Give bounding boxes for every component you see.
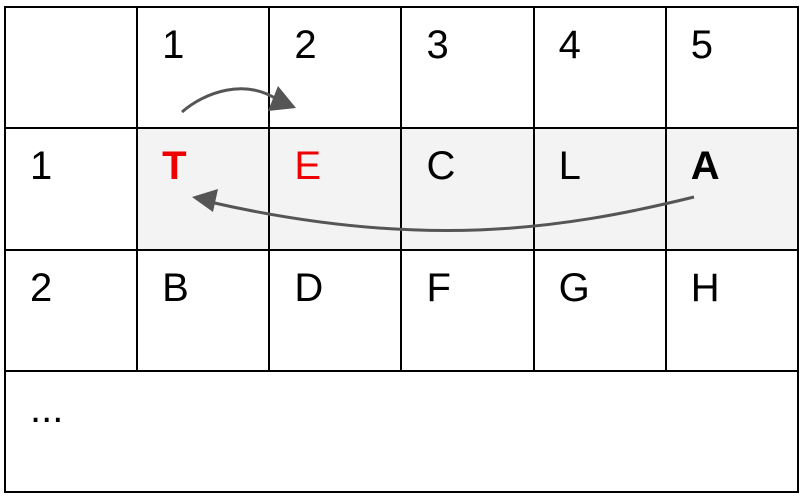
cell-1-1: T	[136, 127, 271, 251]
cell-2-2: D	[268, 248, 403, 372]
cell-2-3: F	[400, 248, 535, 372]
footer-cell: ...	[4, 369, 799, 494]
col-header-1: 1	[136, 5, 271, 130]
cell-1-4: L	[532, 127, 667, 251]
cell-2-5: H	[664, 248, 800, 372]
cell-2-1: B	[136, 248, 271, 372]
row-2: 2 B D F G H	[3, 248, 800, 372]
footer-row: ...	[4, 369, 799, 494]
cell-1-5: A	[664, 127, 800, 251]
row-1: 1 T E C L A	[3, 127, 800, 251]
col-header-4: 4	[532, 5, 667, 130]
cell-2-4: G	[532, 248, 667, 372]
corner-cell	[3, 5, 139, 130]
col-header-3: 3	[400, 5, 535, 130]
cell-1-2: E	[268, 127, 403, 251]
row-index-2: 2	[3, 248, 139, 372]
col-header-2: 2	[268, 5, 403, 130]
cell-1-3: C	[400, 127, 535, 251]
col-header-5: 5	[664, 5, 800, 130]
row-index-1: 1	[3, 127, 139, 251]
header-row: 1 2 3 4 5	[3, 5, 800, 130]
grid-table: 1 2 3 4 5 1 T E C L A 2 B D F G H ...	[3, 5, 800, 494]
